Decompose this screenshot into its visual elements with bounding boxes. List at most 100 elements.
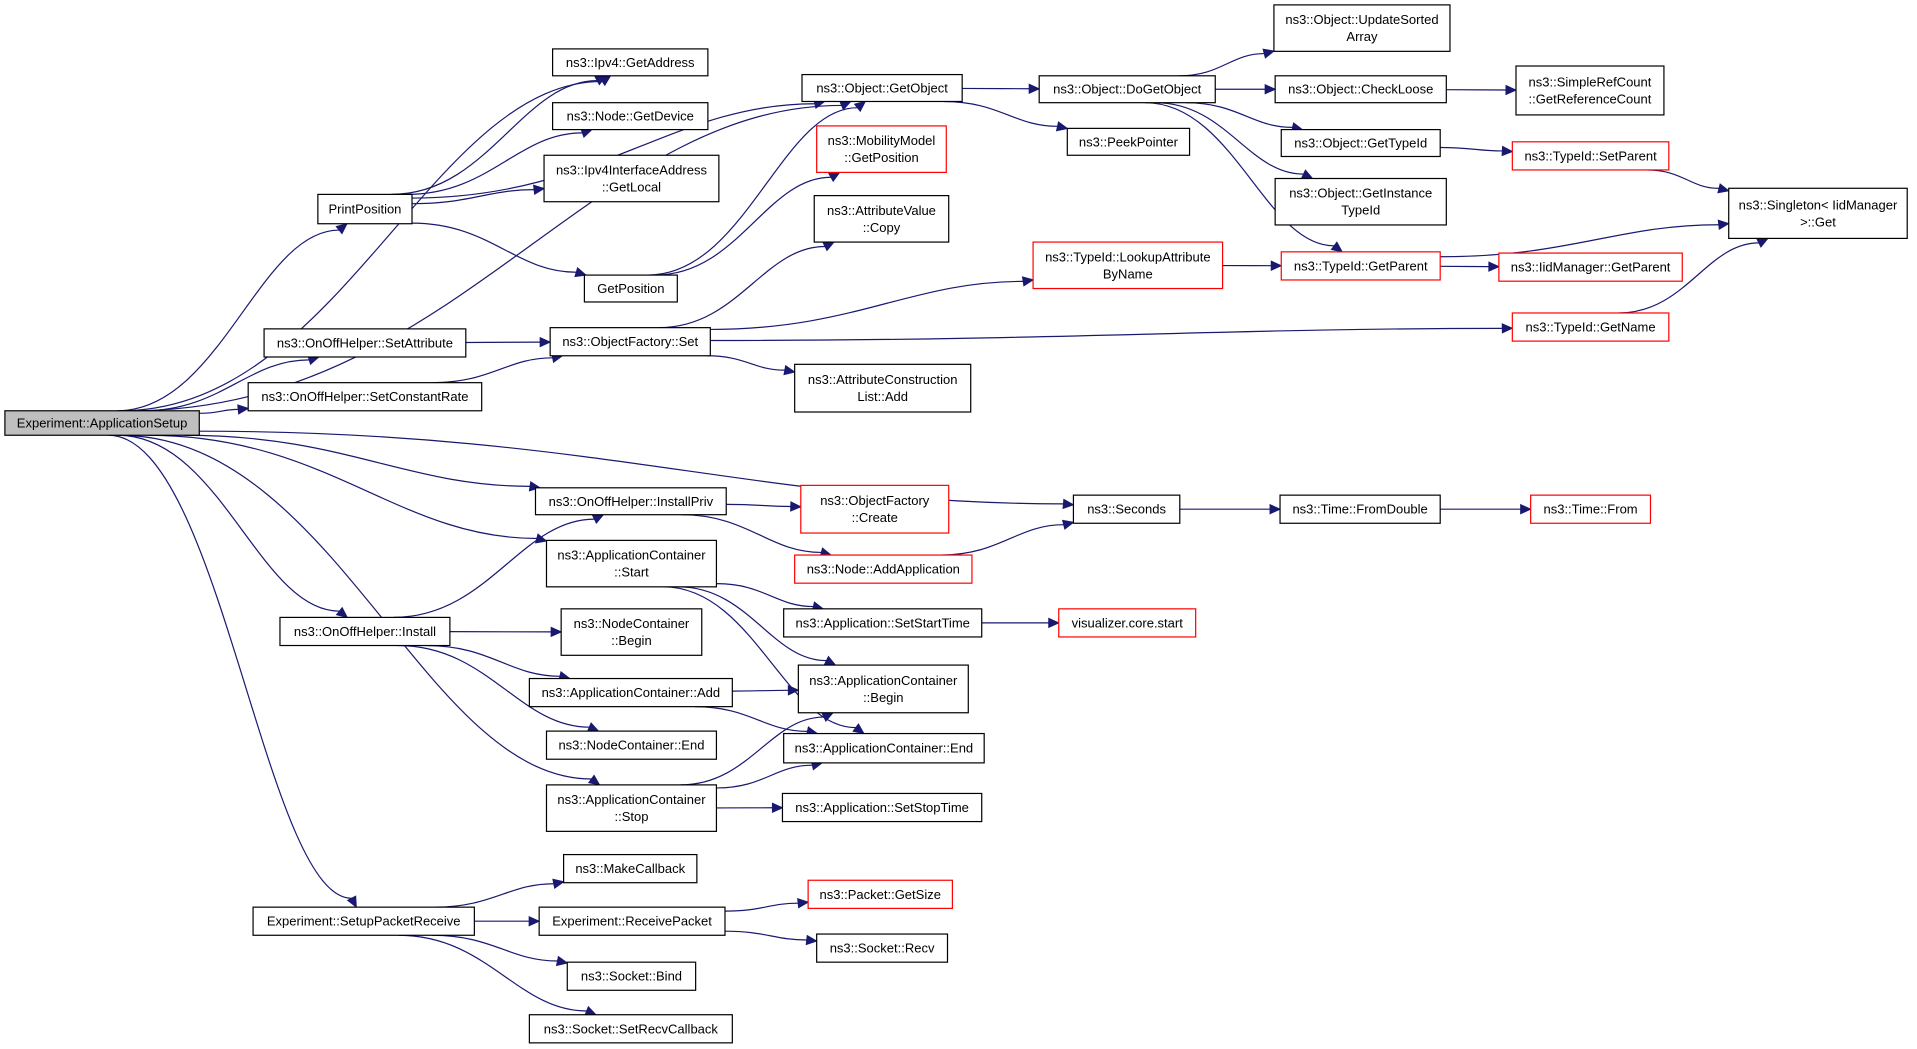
- node-typeidgetname[interactable]: ns3::TypeId::GetName: [1511, 312, 1670, 342]
- node-typeidgetparent[interactable]: ns3::TypeId::GetParent: [1280, 251, 1441, 281]
- node-box: [538, 906, 726, 936]
- edge-objfactoryset-to-attrconstadd: [706, 355, 796, 376]
- node-box: [4, 410, 200, 436]
- node-box: [1515, 65, 1665, 116]
- node-box: [528, 677, 733, 708]
- node-seconds[interactable]: ns3::Seconds: [1072, 494, 1181, 524]
- node-box: [1530, 494, 1652, 524]
- node-nodegetdev[interactable]: ns3::Node::GetDevice: [552, 102, 709, 131]
- node-ipv4iflocal[interactable]: ns3::Ipv4InterfaceAddress::GetLocal: [543, 154, 720, 203]
- edge-appcontadd-to-appcontbegin: [732, 685, 800, 696]
- node-label: TypeId: [1341, 203, 1380, 218]
- arrowhead: [790, 501, 803, 512]
- node-getobject[interactable]: ns3::Object::GetObject: [801, 73, 963, 103]
- node-appcontend[interactable]: ns3::ApplicationContainer::End: [783, 732, 985, 764]
- node-appcontadd[interactable]: ns3::ApplicationContainer::Add: [528, 677, 733, 708]
- node-appsetstart[interactable]: ns3::Application::SetStartTime: [783, 608, 983, 638]
- arrowhead: [1262, 48, 1276, 59]
- edge-line: [678, 586, 827, 662]
- node-label: ns3::Packet::GetSize: [820, 887, 941, 902]
- node-packetgetsize[interactable]: ns3::Packet::GetSize: [807, 879, 953, 909]
- node-appsetstop[interactable]: ns3::Application::SetStopTime: [781, 792, 983, 823]
- node-box: [528, 1014, 733, 1044]
- node-checkloose[interactable]: ns3::Object::CheckLoose: [1274, 75, 1447, 104]
- node-appcontbegin[interactable]: ns3::ApplicationContainer::Begin: [797, 664, 969, 714]
- node-label: ns3::Time::From: [1543, 502, 1637, 517]
- node-label: ns3::TypeId::GetParent: [1294, 258, 1428, 273]
- node-label: ::Begin: [863, 690, 903, 705]
- node-dogetobject[interactable]: ns3::Object::DoGetObject: [1038, 75, 1216, 104]
- node-iidmgrgetparent[interactable]: ns3::IidManager::GetParent: [1498, 252, 1683, 282]
- arrowhead: [1488, 261, 1501, 272]
- node-getposition[interactable]: GetPosition: [583, 274, 678, 303]
- arrowhead: [335, 606, 349, 619]
- edge-line: [1178, 52, 1265, 77]
- node-box: [252, 906, 475, 936]
- arrowhead: [827, 171, 841, 183]
- node-root[interactable]: Experiment::ApplicationSetup: [4, 410, 200, 436]
- edge-line: [142, 359, 310, 412]
- node-box: [1038, 75, 1216, 104]
- node-label: ns3::Application::SetStopTime: [795, 800, 969, 815]
- node-ipv4get[interactable]: ns3::Ipv4::GetAddress: [552, 48, 709, 77]
- edge-line: [732, 689, 789, 692]
- node-label: ns3::Node::AddApplication: [807, 562, 960, 577]
- node-label: ns3::NodeContainer: [574, 616, 690, 631]
- edge-installpriv-to-objfactorycreate: [726, 501, 803, 512]
- edge-root-to-onoffinstall: [117, 434, 349, 619]
- arrowhead: [528, 915, 541, 927]
- node-typeidsetparent[interactable]: ns3::TypeId::SetParent: [1511, 141, 1670, 171]
- edge-line: [434, 883, 554, 908]
- arrowhead: [783, 364, 796, 376]
- node-singleton[interactable]: ns3::Singleton< IidManager>::Get: [1728, 187, 1908, 240]
- edge-line: [412, 103, 815, 199]
- edge-line: [1440, 224, 1719, 258]
- node-socketbind[interactable]: ns3::Socket::Bind: [566, 961, 697, 991]
- node-makecallback[interactable]: ns3::MakeCallback: [563, 853, 698, 884]
- node-label: ns3::Singleton< IidManager: [1739, 197, 1898, 212]
- node-fromdouble[interactable]: ns3::Time::FromDouble: [1279, 494, 1441, 524]
- arrowhead: [1717, 219, 1730, 231]
- arrowhead: [574, 267, 588, 278]
- node-printpos[interactable]: PrintPosition: [317, 193, 413, 225]
- node-onoffconstrate[interactable]: ns3::OnOffHelper::SetConstantRate: [247, 382, 483, 412]
- node-attrcopy[interactable]: ns3::AttributeValue::Copy: [813, 195, 950, 243]
- node-label: ns3::OnOffHelper::InstallPriv: [549, 494, 714, 509]
- edge-appcontstop-to-appsetstop: [716, 802, 784, 814]
- arrowhead: [1048, 617, 1060, 629]
- edge-onoffinstall-to-nodecontbegin: [449, 626, 563, 638]
- node-gettypeid[interactable]: ns3::Object::GetTypeId: [1280, 128, 1441, 158]
- node-box: [560, 608, 703, 656]
- node-box: [1032, 241, 1224, 290]
- node-box: [794, 554, 973, 584]
- arrowhead: [586, 722, 600, 732]
- node-socketrecv[interactable]: ns3::Socket::Recv: [816, 933, 949, 963]
- node-onoffsetattr[interactable]: ns3::OnOffHelper::SetAttribute: [263, 328, 467, 358]
- node-mobility[interactable]: ns3::MobilityModel::GetPosition: [816, 125, 947, 173]
- node-nodecontbegin[interactable]: ns3::NodeContainer::Begin: [560, 608, 703, 656]
- node-setuprecv[interactable]: Experiment::SetupPacketReceive: [252, 906, 475, 936]
- arrowhead: [539, 336, 552, 348]
- node-installpriv[interactable]: ns3::OnOffHelper::InstallPriv: [534, 487, 727, 516]
- node-label: Array: [1346, 29, 1378, 44]
- node-simplerefcount[interactable]: ns3::SimpleRefCount::GetReferenceCount: [1515, 65, 1665, 116]
- node-box: [545, 539, 718, 588]
- node-nodeaddapp[interactable]: ns3::Node::AddApplication: [794, 554, 973, 584]
- node-objfactorycreate[interactable]: ns3::ObjectFactory::Create: [800, 484, 950, 534]
- node-objfactoryset[interactable]: ns3::ObjectFactory::Set: [549, 327, 711, 357]
- node-appcontstop[interactable]: ns3::ApplicationContainer::Stop: [545, 784, 718, 832]
- node-appcontstart[interactable]: ns3::ApplicationContainer::Start: [545, 539, 718, 588]
- node-label: ns3::NodeContainer::End: [558, 738, 704, 753]
- node-socketsetrecv[interactable]: ns3::Socket::SetRecvCallback: [528, 1014, 733, 1044]
- node-vizstart[interactable]: visualizer.core.start: [1058, 608, 1197, 638]
- node-nodecontend[interactable]: ns3::NodeContainer::End: [545, 730, 718, 760]
- node-label: ns3::Time::FromDouble: [1292, 502, 1427, 517]
- node-onoffinstall[interactable]: ns3::OnOffHelper::Install: [279, 616, 451, 647]
- node-recvpacket[interactable]: Experiment::ReceivePacket: [538, 906, 726, 936]
- node-peekpointer[interactable]: ns3::PeekPointer: [1066, 127, 1191, 156]
- node-timefrom[interactable]: ns3::Time::From: [1530, 494, 1652, 524]
